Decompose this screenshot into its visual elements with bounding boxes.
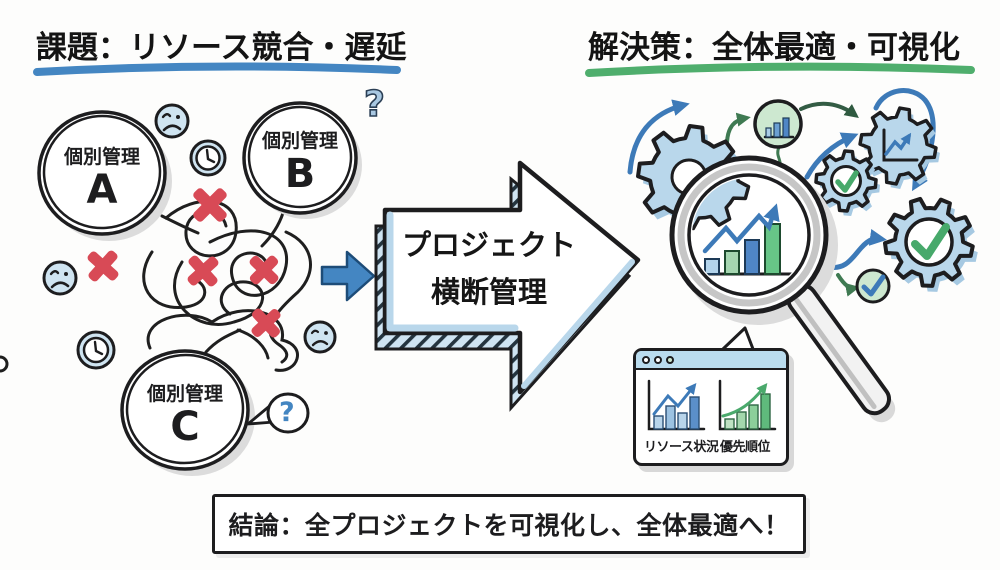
curved-arrow-icon <box>627 99 690 175</box>
circle-b <box>242 101 362 219</box>
red-x-icon <box>87 250 119 282</box>
clock-icon <box>189 139 227 177</box>
question-bubble <box>246 392 310 434</box>
dashboard-window: リソース状況 優先順位 <box>633 348 789 466</box>
flow-arrows <box>627 88 936 297</box>
conclusion-box: 結論：全プロジェクトを可視化し、全体最適へ！ <box>212 494 806 554</box>
problem-title: 課題：リソース競合・遅延 <box>36 30 407 66</box>
clock-icon <box>76 330 116 370</box>
sad-face-icon <box>303 320 337 354</box>
window-tail <box>721 326 755 351</box>
sad-face-icon <box>42 260 78 296</box>
priority-chart-label: 優先順位 <box>720 440 771 455</box>
gear-check-icon <box>814 149 881 217</box>
circle-c-text: 個別管理 C <box>125 383 245 450</box>
curved-arrow-icon <box>804 132 859 180</box>
check-circle-icon <box>855 268 891 304</box>
curved-arrow-icon <box>826 229 887 270</box>
curved-arrow-icon <box>799 101 859 118</box>
gear-trend-icon <box>858 106 940 189</box>
mini-chart-bubble <box>753 99 803 169</box>
cross-project-arrow <box>374 160 641 412</box>
window-dot <box>666 355 674 364</box>
circle-a-text: 個別管理 A <box>42 146 162 213</box>
arrow-line1: プロジェクト <box>401 228 576 262</box>
red-x-icon <box>187 255 219 287</box>
magnifier <box>669 155 896 423</box>
window-dot <box>642 355 650 364</box>
gear-check-icon <box>882 196 978 292</box>
curved-arrow-icon <box>836 273 860 297</box>
flow-arrow-icon <box>320 250 376 302</box>
red-x-icon <box>251 308 281 338</box>
circle-c-label: 個別管理 <box>146 383 223 405</box>
red-x-icon <box>193 188 227 222</box>
circle-b-letter: B <box>284 150 316 197</box>
circle-b-text: 個別管理 B <box>245 130 355 197</box>
window-titlebar <box>636 351 786 370</box>
sad-face-icon <box>154 103 190 139</box>
solution-underline <box>585 62 975 77</box>
question-mark-bubble-text: ? <box>279 397 295 428</box>
circle-a-label: 個別管理 <box>63 146 140 168</box>
resource-chart-label: リソース状況 <box>644 440 719 455</box>
priority-chart <box>718 379 777 431</box>
conflict-x-icons <box>87 188 281 338</box>
window-dot <box>654 355 662 364</box>
arrow-line2: 横断管理 <box>430 274 547 309</box>
problem-underline <box>33 62 401 76</box>
circle-c-letter: C <box>170 403 200 450</box>
circle-c <box>120 349 255 476</box>
resource-chart <box>647 379 706 431</box>
question-mark-icon: ? <box>363 83 385 126</box>
circle-b-label: 個別管理 <box>261 130 338 152</box>
cross-project-arrow-text: プロジェクト 横断管理 <box>393 222 585 316</box>
solution-title: 解決策：全体最適・可視化 <box>588 30 960 66</box>
conclusion-text: 結論：全プロジェクトを可視化し、全体最適へ！ <box>228 511 790 540</box>
circle-a-letter: A <box>86 166 118 213</box>
red-x-icon <box>249 255 279 285</box>
circle-a <box>37 110 172 241</box>
curved-arrow-icon <box>725 112 751 144</box>
